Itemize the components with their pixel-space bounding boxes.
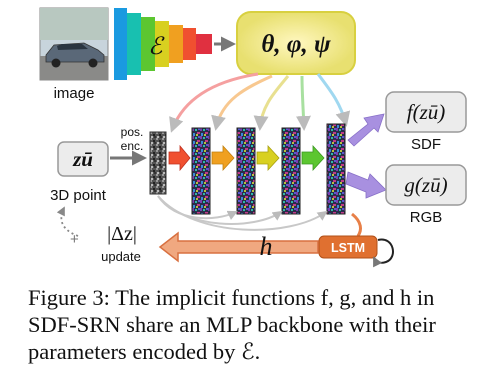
rgb-output-arrow bbox=[345, 171, 387, 199]
sdf-label: SDF bbox=[411, 136, 441, 153]
update-plus: + bbox=[70, 231, 79, 248]
h-output-arrow bbox=[158, 231, 319, 263]
caption-text: Figure 3: The implicit functions f, g, a… bbox=[28, 285, 436, 364]
sdf-output-symbol: f(zū) bbox=[407, 100, 446, 124]
mlp-layer-3 bbox=[281, 127, 301, 215]
rgb-output-box bbox=[385, 164, 467, 206]
figure-caption: Figure 3: The implicit functions f, g, a… bbox=[28, 284, 478, 365]
sdf-output-arrow bbox=[347, 113, 385, 147]
pos-enc-label-line2: enc. bbox=[121, 139, 144, 153]
param-arcs bbox=[169, 72, 351, 133]
update-symbol: |Δz| bbox=[107, 223, 137, 245]
rgb-output-symbol: g(zū) bbox=[404, 173, 447, 197]
h-symbol: h bbox=[260, 232, 273, 261]
lstm-box bbox=[318, 235, 378, 259]
lstm-recurrence-loop bbox=[373, 238, 394, 268]
mlp-layer-2 bbox=[236, 127, 256, 215]
layer-arrows bbox=[168, 144, 325, 172]
mlp-layer-4 bbox=[326, 123, 346, 215]
encoder-symbol: ℰ bbox=[148, 34, 165, 60]
params-label: θ, φ, ψ bbox=[261, 31, 331, 58]
mlp-layers bbox=[191, 123, 346, 215]
params-box bbox=[236, 11, 356, 75]
point-symbol: zū bbox=[72, 147, 93, 171]
pos-enc-label-line1: pos. bbox=[121, 125, 144, 139]
layer-to-lstm-arrow bbox=[351, 212, 362, 237]
sdf-output-box bbox=[385, 91, 467, 133]
input-image bbox=[39, 7, 109, 81]
point-box bbox=[57, 141, 109, 177]
pos-enc-layer bbox=[149, 131, 167, 195]
encoder-network bbox=[114, 8, 212, 80]
mlp-layer-1 bbox=[191, 127, 211, 215]
rgb-label: RGB bbox=[410, 209, 443, 226]
lstm-label: LSTM bbox=[331, 241, 365, 255]
image-label: image bbox=[54, 85, 95, 102]
update-label: update bbox=[101, 249, 141, 264]
skip-connection-arcs bbox=[157, 195, 328, 231]
point-label: 3D point bbox=[50, 187, 107, 204]
